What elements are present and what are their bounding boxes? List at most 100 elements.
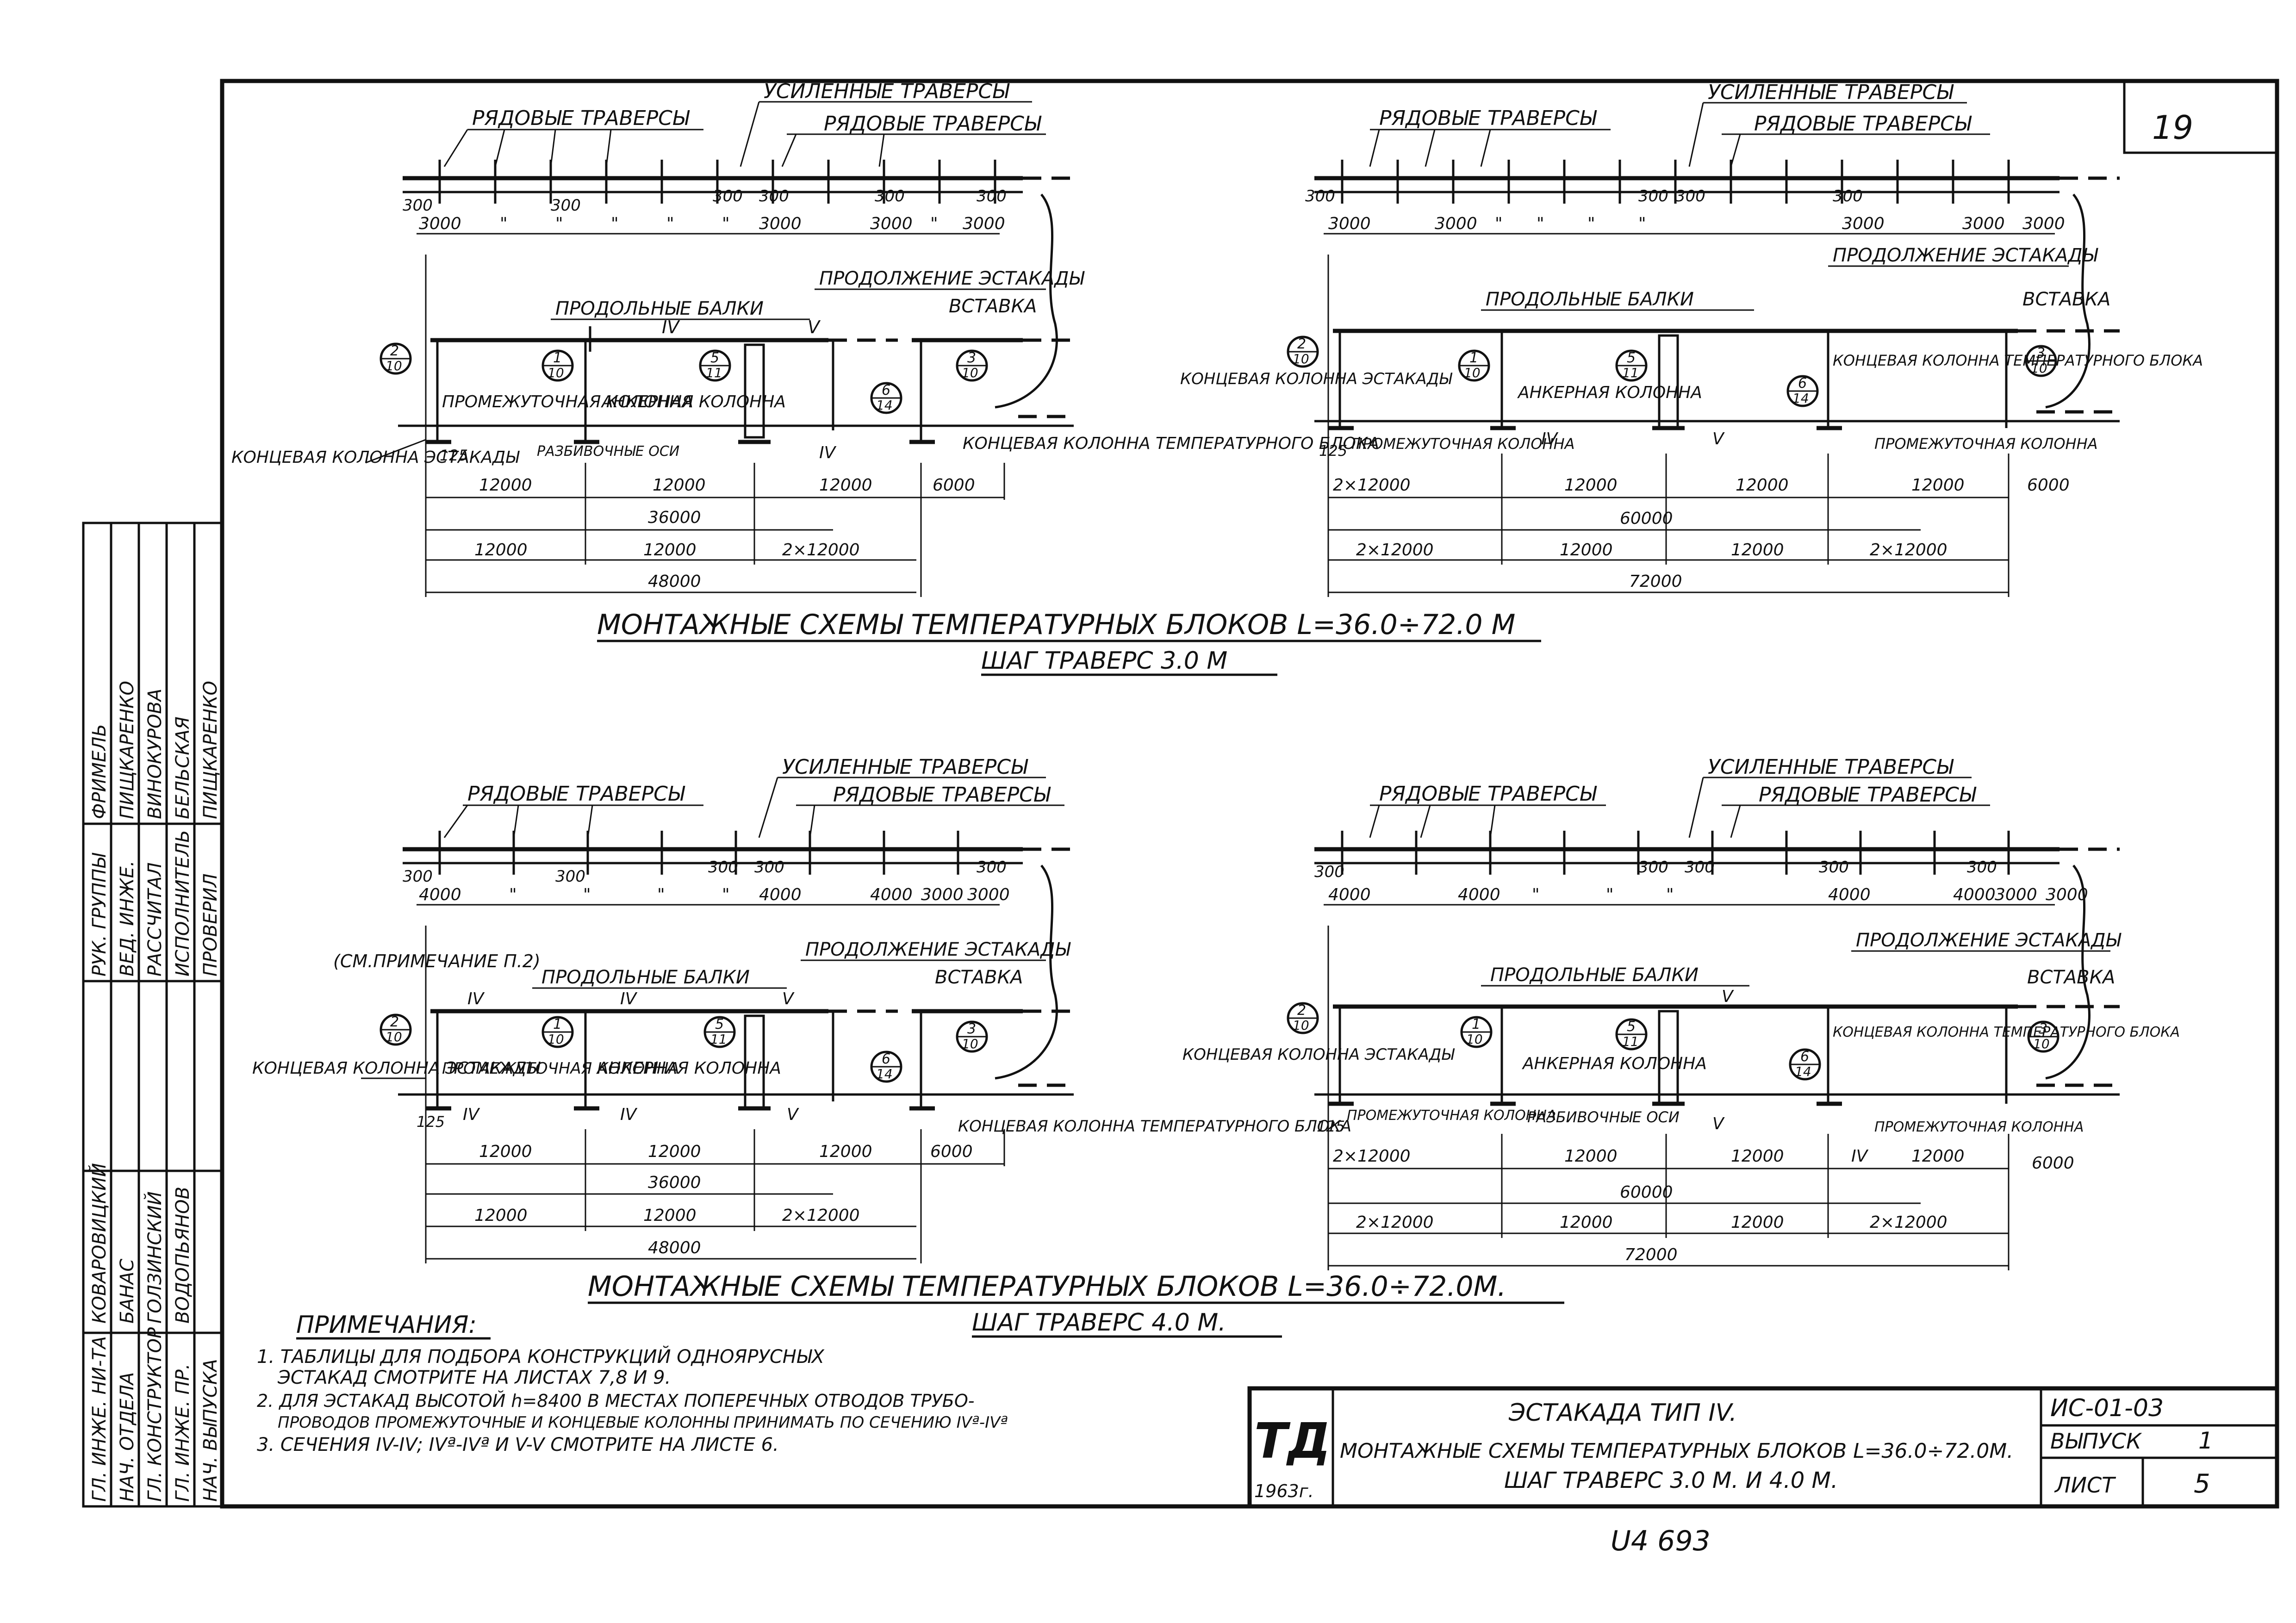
d1-ditto-e: "	[722, 214, 730, 233]
svg-text:1: 1	[1469, 350, 1478, 366]
tb-issue: 1	[2198, 1427, 2213, 1454]
d3-sec-iv-bot: IV	[463, 1105, 480, 1124]
d3-dim-12000-b: 12000	[648, 1142, 701, 1161]
d4-sec-v-top: V	[1722, 987, 1734, 1006]
d2-mark-5-11: 511	[1615, 349, 1648, 382]
d2-label-end-block: КОНЦЕВАЯ КОЛОННА ТЕМПЕРАТУРНОГО БЛОКА	[1833, 352, 2203, 369]
d4-dim-300-c: 300	[1685, 858, 1715, 877]
d3-label-ordinary-2: РЯДОВЫЕ ТРАВЕРСЫ	[833, 783, 1051, 807]
d1-dim-125: 125	[440, 447, 468, 464]
svg-text:10: 10	[1464, 365, 1481, 380]
d1-ditto-c: "	[611, 214, 619, 233]
d2-dim-125: 125	[1319, 442, 1347, 460]
d1-dim-3000-d: 3000	[963, 214, 1005, 233]
d1-label-ordinary-2: РЯДОВЫЕ ТРАВЕРСЫ	[824, 112, 1042, 136]
stamp-role-5: НАЧ. ВЫПУСКА	[200, 1359, 221, 1502]
d3-label-see-note: (СМ.ПРИМЕЧАНИЕ П.2)	[333, 951, 541, 971]
stamp-role-2: НАЧ. ОТДЕЛА	[117, 1372, 138, 1502]
d4-mark-3-10: 310	[2027, 1020, 2060, 1053]
d4-dim-2x12000-b: 2×12000	[1356, 1213, 1434, 1232]
d1-dim-300-c: 300	[713, 187, 743, 205]
d2-ditto-a: "	[1495, 214, 1503, 233]
d3-ditto-a: "	[509, 885, 517, 904]
d3-dim-3000-b: 3000	[967, 885, 1010, 904]
tb-code: ИС-01-03	[2050, 1394, 2164, 1422]
d3-dim-4000-a: 4000	[419, 885, 461, 904]
d3-dim-4000-c: 4000	[870, 885, 913, 904]
svg-text:2: 2	[390, 343, 399, 359]
svg-text:5: 5	[715, 1016, 724, 1032]
d3-label-insert: ВСТАВКА	[935, 967, 1023, 988]
d3-label-ordinary: РЯДОВЫЕ ТРАВЕРСЫ	[467, 782, 685, 806]
d2-dim-300-c: 300	[1675, 187, 1705, 205]
d2-dim-300: 300	[1305, 187, 1335, 205]
stamp-role-3: ГЛ. КОНСТРУКТОР	[144, 1327, 166, 1502]
d4-dim-72000: 72000	[1624, 1245, 1678, 1264]
d4-dim-300-d: 300	[1819, 858, 1849, 877]
d1-label-continuation: ПРОДОЛЖЕНИЕ ЭСТАКАДЫ	[819, 268, 1085, 289]
note-2b: ПРОВОДОВ ПРОМЕЖУТОЧНЫЕ И КОНЦЕВЫЕ КОЛОНН…	[278, 1413, 1008, 1432]
d1-mark-3-10: 310	[956, 349, 988, 382]
d3-label-intermediate: ПРОМЕЖУТОЧНАЯ КОЛОННА	[442, 1059, 679, 1078]
d4-dim-4000-a: 4000	[1328, 885, 1371, 904]
tb-line1: ЭСТАКАДА ТИП IV.	[1508, 1399, 1737, 1427]
stamp-name-10: ПИЩКАРЕНКО	[200, 681, 221, 819]
svg-text:14: 14	[1795, 1064, 1811, 1079]
d3-ditto-c: "	[657, 885, 665, 904]
d4-dim-12000-a: 12000	[1564, 1147, 1618, 1166]
d3-mark-2-10: 210	[380, 1014, 412, 1046]
svg-text:2: 2	[1297, 1002, 1306, 1019]
d1-dim-12000-a: 12000	[479, 476, 532, 495]
d4-label-continuation: ПРОДОЛЖЕНИЕ ЭСТАКАДЫ	[1856, 930, 2122, 951]
tb-issue-label: ВЫПУСК	[2050, 1429, 2142, 1454]
d1-dim-300-b: 300	[551, 196, 581, 215]
svg-text:10: 10	[962, 1036, 978, 1051]
d1-label-beams: ПРОДОЛЬНЫЕ БАЛКИ	[555, 298, 764, 319]
svg-text:10: 10	[548, 1032, 564, 1047]
stamp-role-8: РАССЧИТАЛ	[144, 862, 166, 976]
svg-text:3: 3	[967, 1021, 976, 1037]
d4-dim-300-b: 300	[1638, 858, 1668, 877]
d4-dim-4000-b: 4000	[1458, 885, 1500, 904]
tb-sheet: 5	[2194, 1469, 2210, 1499]
d3-ditto-b: "	[583, 885, 591, 904]
d4-dim-4000-c: 4000	[1828, 885, 1871, 904]
d1-label-end-block: КОНЦЕВАЯ КОЛОННА ТЕМПЕРАТУРНОГО БЛОКА	[963, 434, 1379, 453]
d4-label-axes: РАЗБИВОЧНЫЕ ОСИ	[1527, 1108, 1680, 1126]
stamp-col-7: ВЕД. ИНЖЕ.ПИЩКАРЕНКО	[117, 681, 138, 976]
d3-dim-4000-b: 4000	[759, 885, 802, 904]
d4-label-insert: ВСТАВКА	[2027, 967, 2115, 988]
svg-text:10: 10	[2033, 1036, 2050, 1051]
d4-sec-v-bot: V	[1712, 1114, 1725, 1133]
d4-mark-1-10: 110	[1460, 1016, 1493, 1048]
d3-dim-125: 125	[417, 1113, 445, 1131]
d3-dim-300-c: 300	[708, 858, 738, 877]
d1-mark-5-11: 511	[699, 349, 731, 382]
note-1a: 1. ТАБЛИЦЫ ДЛЯ ПОДБОРА КОНСТРУКЦИЙ ОДНОЯ…	[257, 1345, 825, 1368]
stamp-name-2: БАНАС	[117, 1259, 138, 1324]
d1-label-anchor: АНКЕРНАЯ КОЛОННА	[601, 392, 786, 411]
d2-dim-2x12000-c: 2×12000	[1870, 541, 1948, 560]
d2-dim-12000-a: 12000	[1564, 476, 1618, 495]
stamp-role-7: ВЕД. ИНЖЕ.	[117, 861, 138, 976]
d2-label-ordinary: РЯДОВЫЕ ТРАВЕРСЫ	[1379, 106, 1597, 130]
d3-dim-3000-a: 3000	[921, 885, 964, 904]
d2-dim-12000-e: 12000	[1731, 541, 1784, 560]
d1-sec-iv-bot: IV	[819, 443, 837, 462]
d3-dim-6000: 6000	[930, 1142, 973, 1161]
svg-text:10: 10	[386, 358, 402, 373]
svg-text:6: 6	[882, 1051, 890, 1067]
svg-text:2: 2	[390, 1014, 399, 1030]
d4-label-ordinary: РЯДОВЫЕ ТРАВЕРСЫ	[1379, 782, 1597, 806]
d1-dim-3000-a: 3000	[419, 214, 461, 233]
d1-dim-300: 300	[403, 196, 433, 215]
d2-dim-3000-e: 3000	[2022, 214, 2065, 233]
d1-mark-1-10: 110	[541, 349, 574, 382]
stamp-name-3: ГОЛЗИНСКИЙ	[143, 1191, 166, 1324]
d2-mark-1-10: 110	[1458, 349, 1490, 382]
sheet-number-box	[2123, 81, 2277, 154]
d1-ditto-b: "	[555, 214, 563, 233]
d1-dim-12000-e: 12000	[643, 541, 697, 560]
handwritten-note: U4 693	[1611, 1525, 1711, 1557]
